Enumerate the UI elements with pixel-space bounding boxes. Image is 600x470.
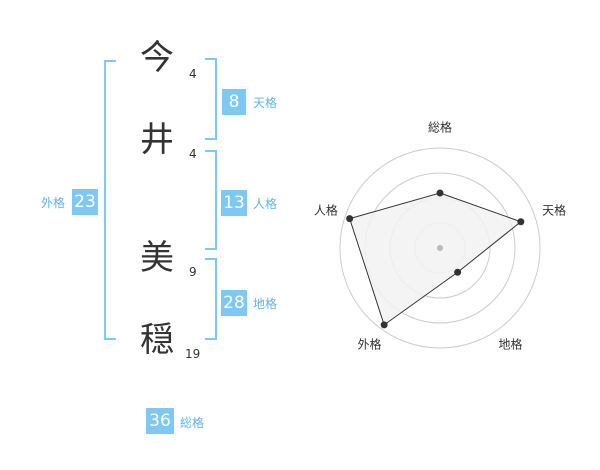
chikaku-bracket	[205, 258, 217, 340]
radar-point-5	[346, 215, 354, 223]
radar-axis-label-4: 外格	[357, 337, 381, 352]
chikaku-value-badge: 28	[221, 290, 247, 316]
stroke-count-1: 4	[189, 67, 197, 81]
name-char-3: 美	[140, 238, 174, 278]
stroke-count-4: 19	[185, 347, 201, 361]
radar-point-1	[436, 189, 444, 197]
tenkaku-bracket	[205, 58, 217, 140]
soukaku-label: 総格	[180, 416, 205, 430]
radar-data-points	[346, 189, 525, 329]
radar-point-2	[517, 218, 525, 226]
radar-axis-label-5: 人格	[314, 202, 338, 217]
stroke-count-2: 4	[189, 147, 197, 161]
name-char-2: 井	[140, 120, 174, 160]
radar-center-dot	[437, 245, 443, 251]
radar-point-4	[380, 321, 388, 329]
radar-point-3	[454, 268, 462, 276]
radar-ring-4	[339, 147, 541, 349]
tenkaku-value-badge: 8	[222, 89, 246, 115]
tenkaku-label: 天格	[253, 96, 278, 110]
name-char-4: 穏	[140, 320, 174, 360]
gaikaku-value-badge: 23	[72, 189, 98, 215]
stroke-count-3: 9	[189, 265, 197, 279]
jinkaku-bracket	[205, 150, 217, 250]
chikaku-label: 地格	[253, 297, 278, 311]
soukaku-value-badge: 36	[146, 408, 174, 434]
radar-axis-label-3: 地格	[499, 337, 523, 352]
radar-data-polygon	[349, 192, 522, 326]
gaikaku-bracket	[104, 60, 116, 340]
gaikaku-label: 外格	[41, 196, 66, 210]
name-char-1: 今	[140, 38, 174, 78]
jinkaku-label: 人格	[253, 197, 278, 211]
jinkaku-value-badge: 13	[221, 190, 247, 216]
radar-axis-label-2: 天格	[542, 202, 566, 217]
radar-axis-label-1: 総格	[428, 120, 452, 135]
